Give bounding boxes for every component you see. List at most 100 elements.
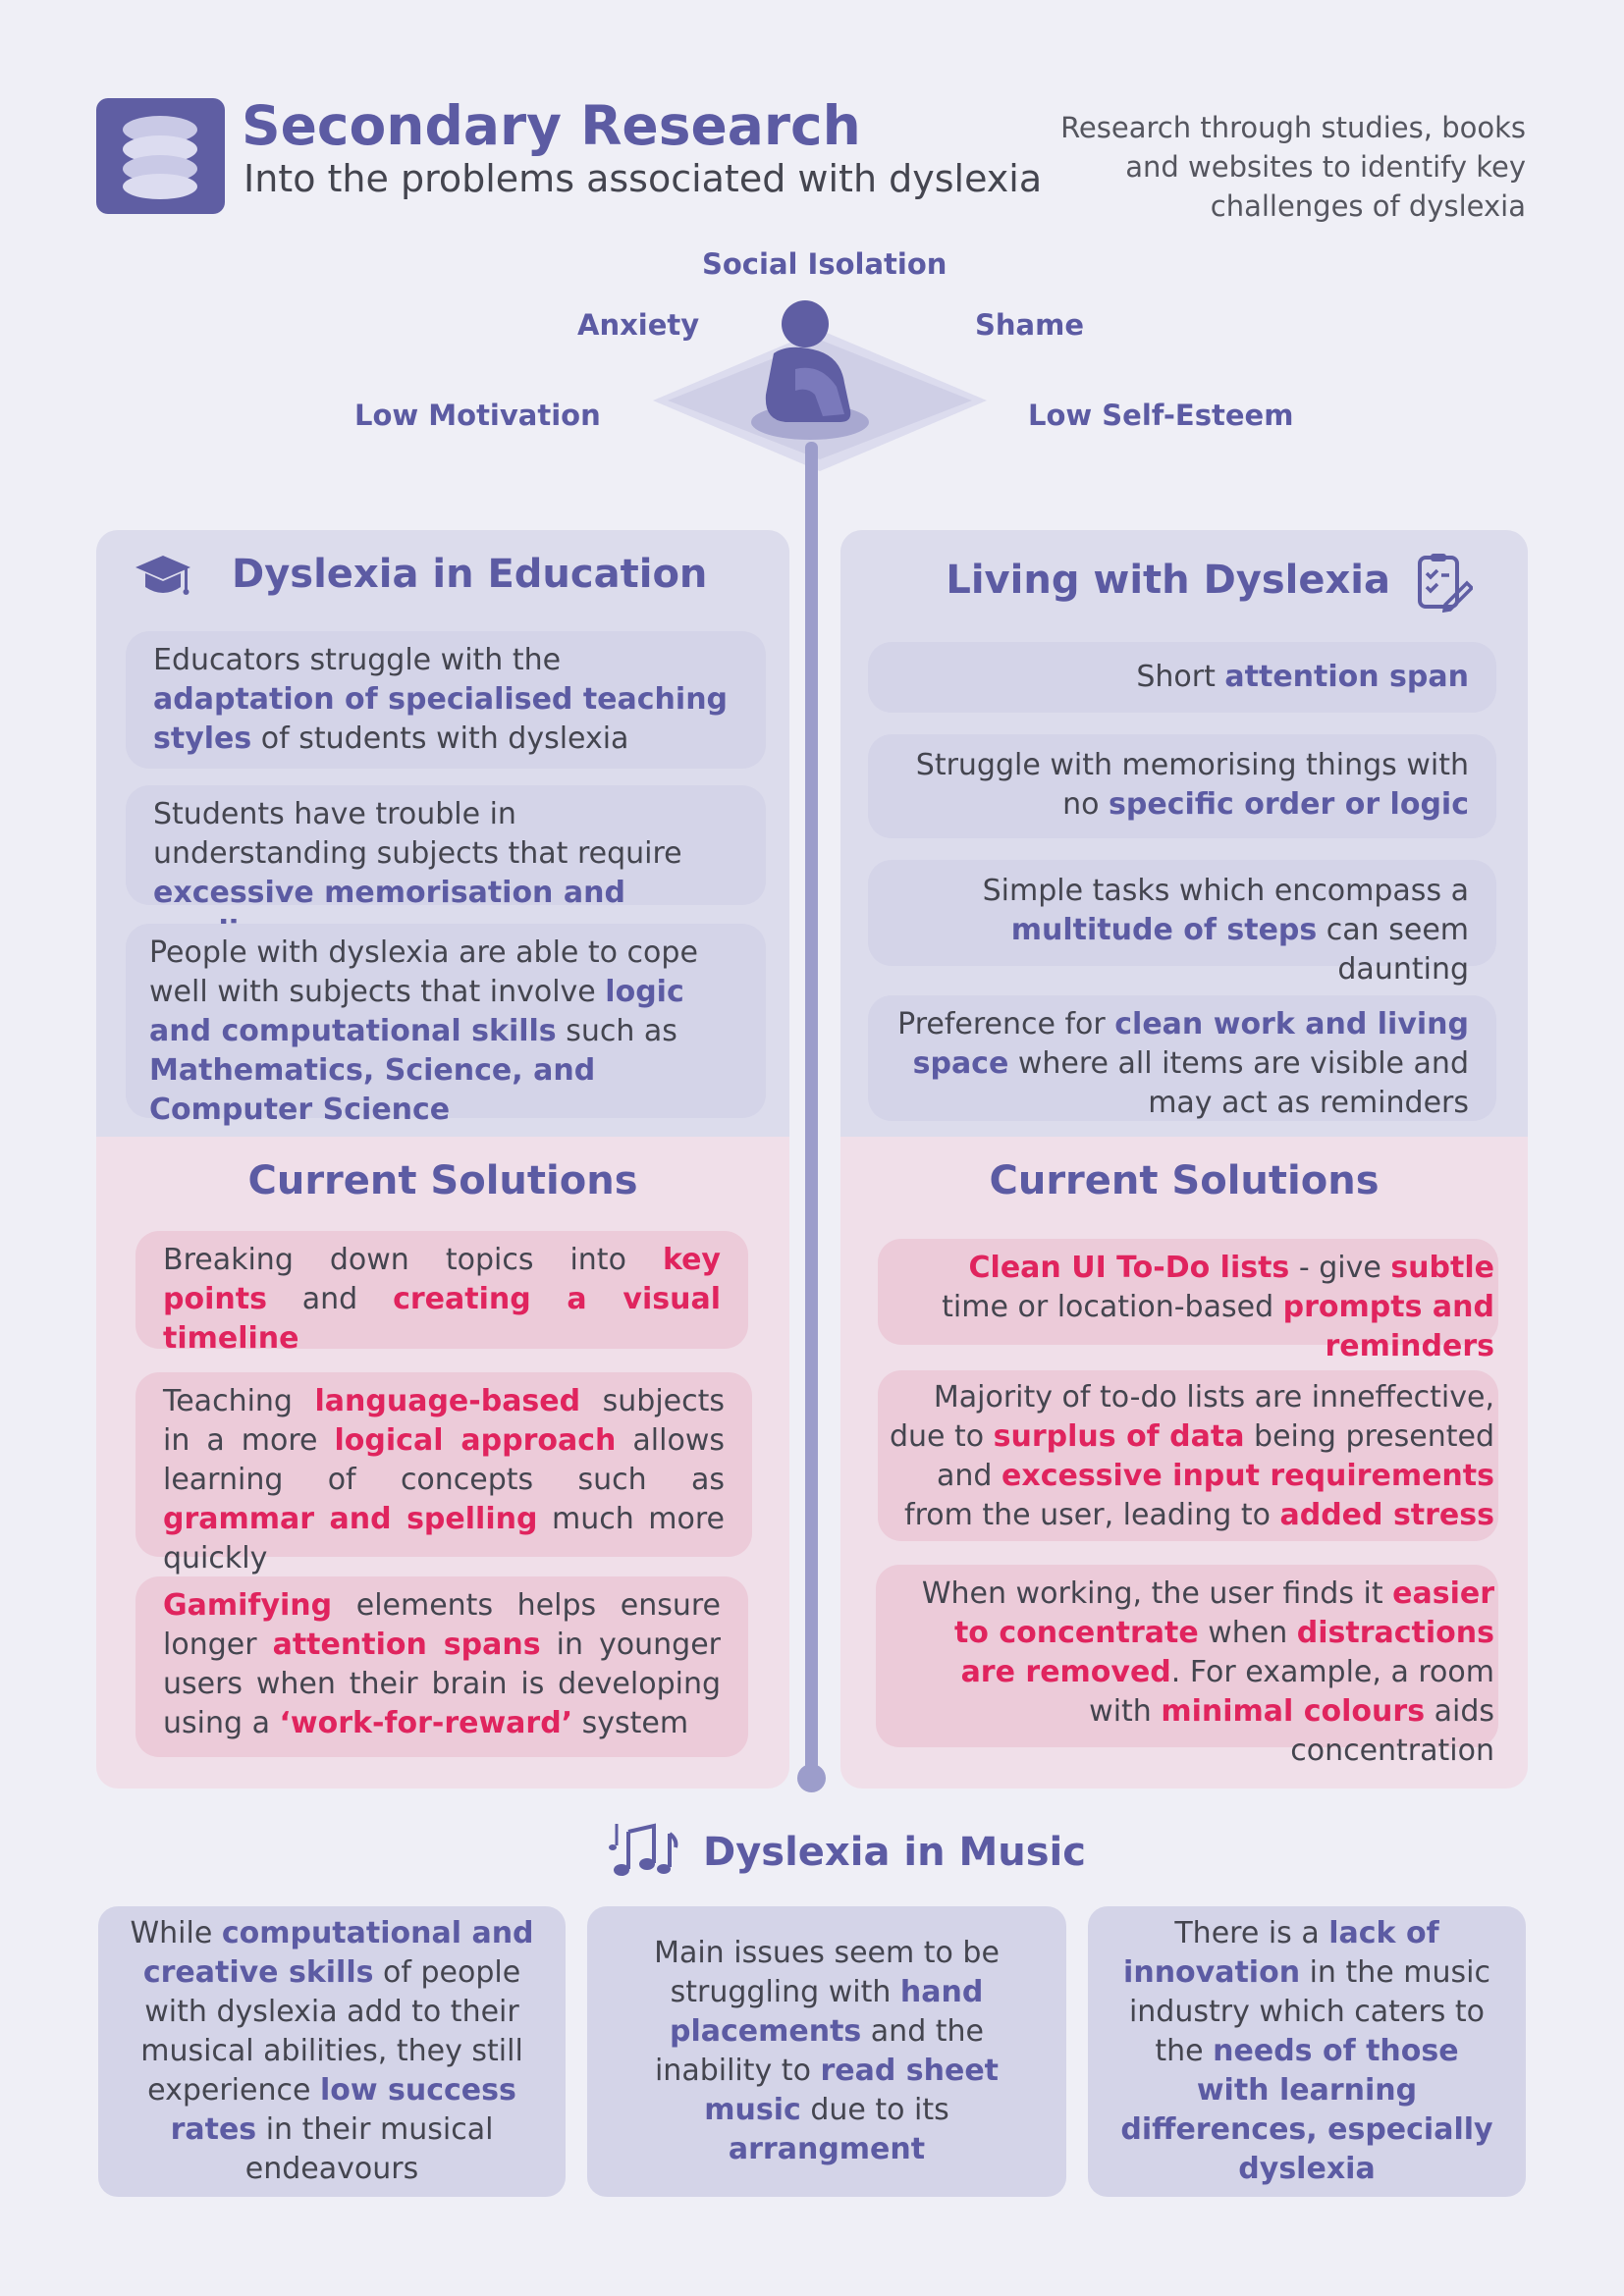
- body-text: much more quickly: [163, 1502, 725, 1575]
- body-text: and: [266, 1282, 394, 1316]
- education-title: Dyslexia in Education: [232, 552, 708, 597]
- living-solution-card-3: When working, the user finds it easier t…: [876, 1565, 1498, 1768]
- body-text: People with dyslexia are able to cope we…: [149, 935, 698, 1009]
- music-card-2: Main issues seem to be struggling with h…: [587, 1906, 1066, 2197]
- emotion-social-isolation: Social Isolation: [702, 247, 947, 281]
- highlight-text: adaptation of specialised teaching style…: [153, 682, 729, 756]
- highlight-text: distractions are removed: [960, 1616, 1494, 1689]
- body-text: . For example, a room with: [1089, 1655, 1494, 1729]
- card-text: Educators struggle with the adaptation o…: [153, 641, 738, 759]
- card-text: Breaking down topics into key points and…: [163, 1241, 721, 1359]
- body-text: Short: [1136, 660, 1225, 694]
- card-text: Clean UI To-Do lists - give subtle time …: [905, 1249, 1494, 1366]
- highlight-text: clean work and living space: [912, 1007, 1469, 1081]
- music-title: Dyslexia in Music: [703, 1830, 1086, 1875]
- body-text: While: [130, 1916, 222, 1950]
- body-text: Preference for: [897, 1007, 1115, 1041]
- logo-layers-icon: [96, 98, 225, 214]
- body-text: Simple tasks which encompass a: [982, 874, 1469, 908]
- card-text: Short attention span: [895, 658, 1469, 697]
- body-text: when: [1198, 1616, 1297, 1650]
- education-solution-card-2: Teaching language-based subjects in a mo…: [135, 1372, 752, 1575]
- education-solution-card-3: Gamifying elements helps ensure longer a…: [135, 1576, 748, 1757]
- music-card-3: There is a lack of innovation in the mus…: [1088, 1906, 1526, 2197]
- highlight-text: prompts and reminders: [1282, 1290, 1494, 1363]
- body-text: in younger users when their brain is dev…: [163, 1628, 721, 1740]
- living-card-2: Struggle with memorising things with no …: [868, 734, 1496, 838]
- body-text: of people with dyslexia add to their mus…: [140, 1955, 523, 2108]
- emotion-low-self-esteem: Low Self-Esteem: [1028, 399, 1294, 432]
- highlight-text: ‘work-for-reward’: [279, 1706, 573, 1740]
- timeline-line: [805, 442, 818, 1777]
- body-text: Educators struggle with the: [153, 643, 562, 677]
- body-text: aids concentration: [1290, 1694, 1494, 1768]
- body-text: system: [572, 1706, 689, 1740]
- body-text: Teaching: [163, 1384, 315, 1418]
- body-text: being presented and: [937, 1419, 1494, 1493]
- body-text: Breaking down topics into: [163, 1243, 663, 1277]
- education-card-3: People with dyslexia are able to cope we…: [126, 924, 766, 1127]
- highlight-text: Clean UI To-Do lists: [968, 1251, 1290, 1285]
- living-card-1: Short attention span: [868, 642, 1496, 713]
- sitting-person-icon: [648, 285, 992, 481]
- body-text: Struggle with memorising things with no: [915, 748, 1469, 822]
- body-text: where all items are visible and may act …: [1008, 1046, 1469, 1120]
- card-text: While computational and creative skills …: [126, 1914, 538, 2189]
- highlight-text: subtle: [1390, 1251, 1494, 1285]
- living-solution-card-2: Majority of to-do lists are inneffective…: [878, 1370, 1498, 1541]
- highlight-text: read sheet music: [704, 2054, 1000, 2127]
- body-text: subjects in a more: [163, 1384, 725, 1458]
- card-text: Preference for clean work and living spa…: [895, 1005, 1469, 1123]
- card-text: Struggle with memorising things with no …: [895, 746, 1469, 825]
- intro-text: Research through studies, books and webs…: [1060, 111, 1526, 223]
- emotion-anxiety: Anxiety: [577, 308, 700, 342]
- body-text: due to its: [800, 2093, 949, 2127]
- card-text: Teaching language-based subjects in a mo…: [163, 1382, 725, 1578]
- body-text: elements helps ensure longer: [163, 1588, 721, 1662]
- body-text: in the music industry which caters to th…: [1128, 1955, 1490, 2068]
- education-card-2: Students have trouble in understanding s…: [126, 785, 766, 949]
- living-card-3: Simple tasks which encompass a multitude…: [868, 860, 1496, 987]
- highlight-text: added stress: [1279, 1498, 1494, 1532]
- body-text: Students have trouble in understanding s…: [153, 797, 682, 871]
- body-text: allows learning of concepts such as: [163, 1423, 725, 1497]
- highlight-text: minimal colours: [1161, 1694, 1426, 1729]
- education-card-1: Educators struggle with the adaptation o…: [126, 631, 766, 769]
- page-title: Secondary Research: [242, 94, 861, 157]
- page-subtitle: Into the problems associated with dyslex…: [244, 157, 1043, 200]
- body-text: time or location-based: [942, 1290, 1283, 1324]
- highlight-text: attention spans: [272, 1628, 541, 1662]
- highlight-text: multitude of steps: [1010, 913, 1318, 947]
- highlight-text: language-based: [314, 1384, 581, 1418]
- living-card-4: Preference for clean work and living spa…: [868, 995, 1496, 1121]
- highlight-text: needs of those with learning differences…: [1120, 2034, 1493, 2186]
- card-text: Majority of to-do lists are inneffective…: [882, 1378, 1494, 1535]
- highlight-text: key points: [163, 1243, 721, 1316]
- card-text: Main issues seem to be struggling with h…: [615, 1934, 1039, 2169]
- body-text: can seem daunting: [1317, 913, 1469, 987]
- highlight-text: logic and computational skills: [149, 975, 684, 1048]
- card-text: People with dyslexia are able to cope we…: [149, 934, 738, 1130]
- highlight-text: easier to concentrate: [953, 1576, 1494, 1650]
- graduation-cap-icon: [134, 550, 192, 609]
- emotion-low-motivation: Low Motivation: [354, 399, 601, 432]
- highlight-text: logical approach: [334, 1423, 617, 1458]
- living-solution-card-1: Clean UI To-Do lists - give subtle time …: [878, 1239, 1498, 1363]
- body-text: such as: [556, 1014, 677, 1048]
- highlight-text: arrangment: [728, 2132, 926, 2166]
- body-text: Main issues seem to be struggling with: [654, 1936, 1000, 2009]
- highlight-text: low success rates: [170, 2073, 516, 2147]
- card-text: There is a lack of innovation in the mus…: [1115, 1914, 1498, 2189]
- highlight-text: hand placements: [669, 1975, 984, 2049]
- education-solution-card-1: Breaking down topics into key points and…: [135, 1231, 748, 1356]
- body-text: from the user, leading to: [904, 1498, 1280, 1532]
- card-text: Simple tasks which encompass a multitude…: [895, 872, 1469, 989]
- card-text: When working, the user finds it easier t…: [903, 1575, 1494, 1771]
- card-text: Gamifying elements helps ensure longer a…: [163, 1586, 721, 1743]
- highlight-text: attention span: [1224, 660, 1469, 694]
- body-text: - give: [1289, 1251, 1391, 1285]
- education-solutions-title: Current Solutions: [247, 1158, 638, 1203]
- highlight-text: creating a visual timeline: [163, 1282, 722, 1356]
- living-solutions-title: Current Solutions: [989, 1158, 1380, 1203]
- highlight-text: specific order or logic: [1109, 787, 1469, 822]
